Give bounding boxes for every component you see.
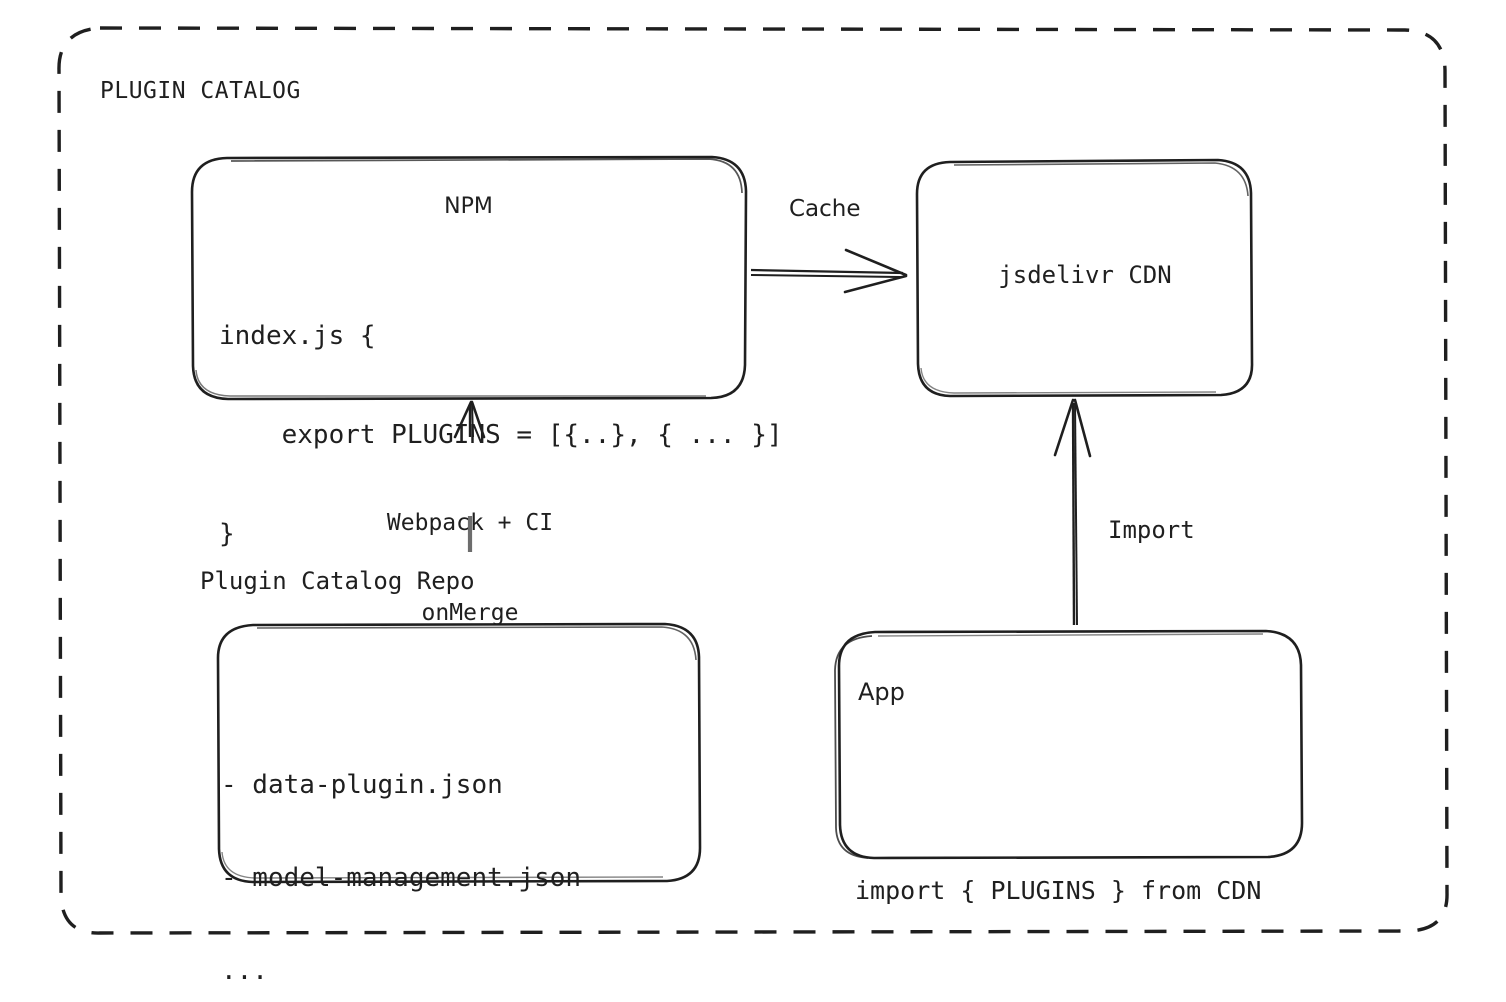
repo-box [216,622,702,884]
npm-code-line: index.js { [219,321,376,351]
import-arrow [1053,398,1092,626]
npm-code-line: } [219,519,235,549]
build-edge-label-line2: onMerge [421,600,519,626]
cache-edge-label: Cache [789,196,861,222]
npm-code-block: index.js { export PLUGINS = [{..}, { ...… [219,254,783,617]
npm-code-line: export PLUGINS = [{..}, { ... }] [219,420,783,450]
page-title: PLUGIN CATALOG [100,78,301,104]
repo-file-item: - data-plugin.json [221,770,503,800]
npm-node-title: NPM [444,194,493,219]
app-code-line: import { PLUGINS } from CDN [855,876,1262,905]
build-edge-label-line1: Webpack + CI [386,510,554,536]
repo-file-list: - data-plugin.json - model-management.js… [221,708,581,1002]
repo-file-item: - model-management.json [221,863,582,893]
import-edge-label: Import [1108,516,1195,544]
build-edge-label: Webpack + CI onMerge [330,448,610,688]
build-arrow [453,400,486,552]
app-node-title: App [858,678,905,706]
app-box [834,629,1304,860]
plugin-catalog-container-border [57,26,1449,935]
npm-box [190,155,748,401]
cdn-box [915,158,1254,398]
app-code-block: import { PLUGINS } from CDN PLUGINS.forE… [855,736,1261,1002]
cdn-node-title: jsdelivr CDN [998,261,1172,289]
repo-node-caption: Plugin Catalog Repo [200,567,475,595]
repo-file-item: ... [221,956,268,986]
cache-arrow [750,248,908,294]
